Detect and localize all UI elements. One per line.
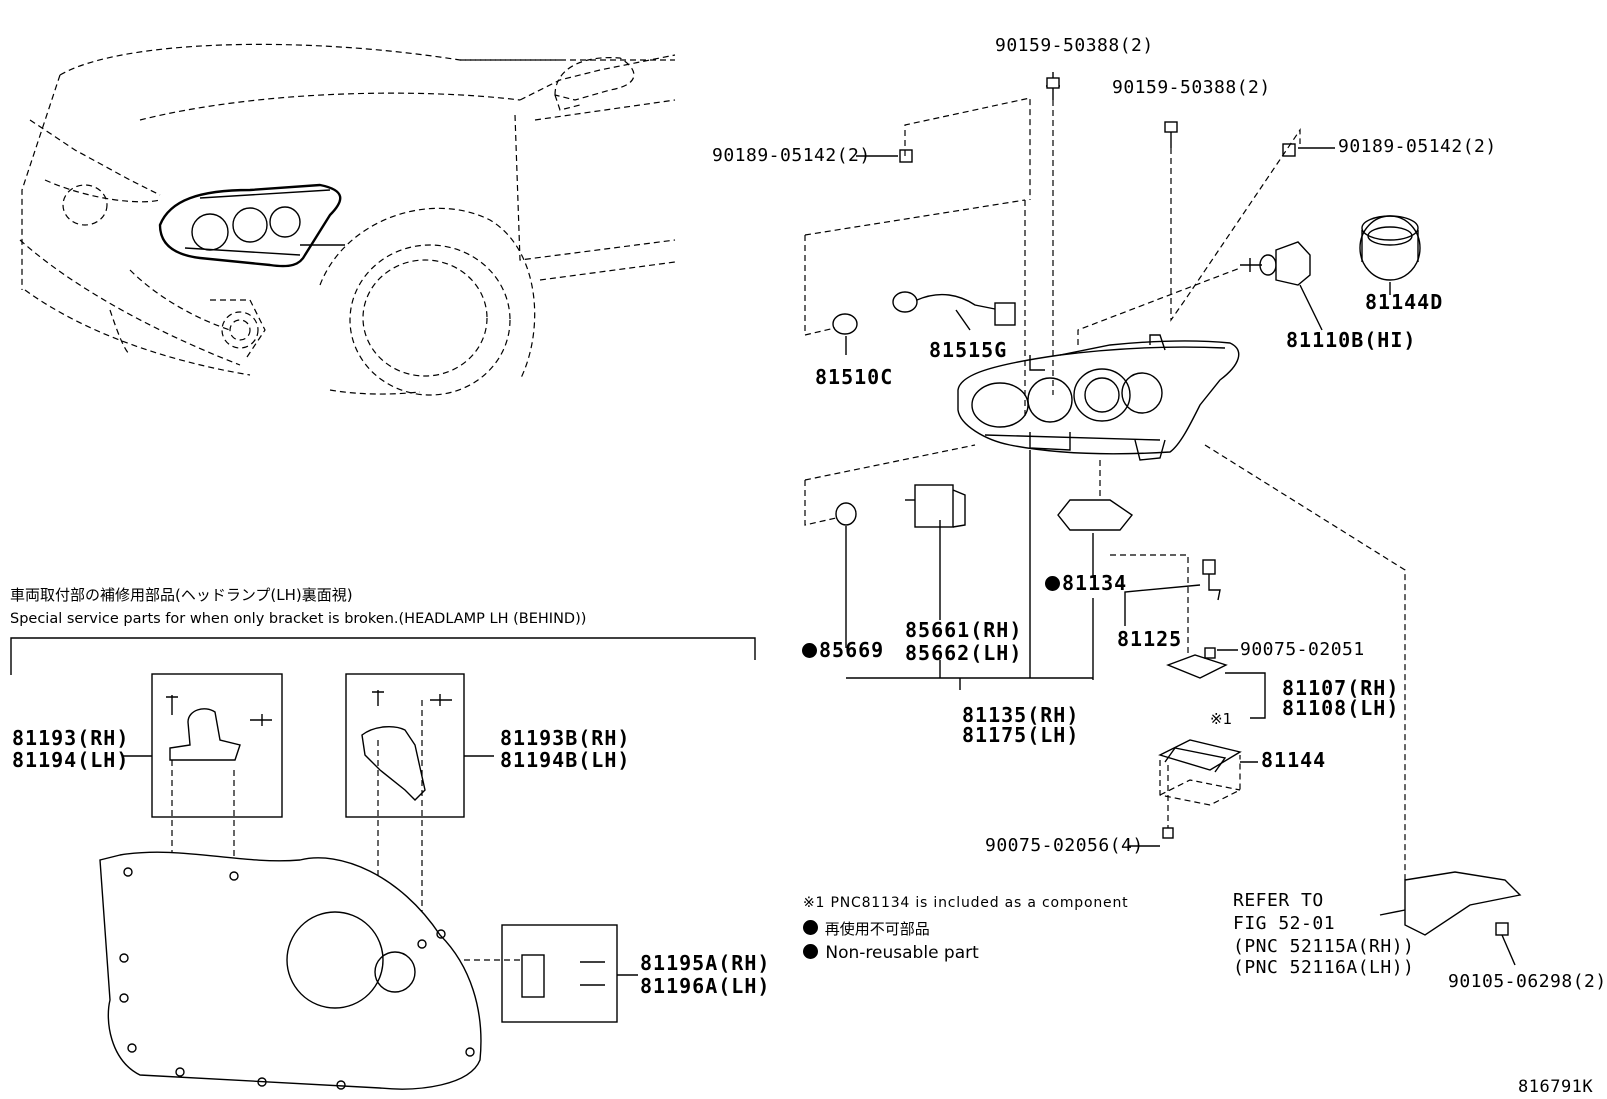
part-label-81510c: 81510C — [815, 365, 894, 389]
footnote-nonreusable-en: Non-reusable part — [803, 944, 979, 962]
wire-81125 — [1202, 559, 1221, 601]
part-label-85662: 85662(LH) — [905, 641, 1023, 665]
part-label-81194b: 81194B(LH) — [500, 748, 631, 772]
car-front-illustration — [19, 43, 676, 396]
part-label-81135: 81135(RH) — [962, 703, 1080, 727]
gasket-81134 — [1057, 499, 1134, 531]
bulb-81110b — [1240, 241, 1311, 286]
special-section-title-en: Special service parts for when only brac… — [10, 611, 587, 627]
footnote-pnc81134: ※1 PNC81134 is included as a component — [803, 895, 1129, 911]
part-label-81134: 81134 — [1045, 573, 1127, 593]
special-section-title-jp: 車両取付部の補修用部品(ヘッドランプ(LH)裏面視) — [10, 586, 353, 604]
solid-leaders — [845, 147, 1516, 966]
footnote-jp-text: 再使用不可部品 — [824, 920, 930, 938]
special-service-section — [10, 637, 756, 1090]
part-label-90159-top: 90159-50388(2) — [995, 35, 1154, 56]
part-label-90159-mid: 90159-50388(2) — [1112, 77, 1271, 98]
cap-81144d — [1359, 215, 1421, 281]
part-label-85669: 85669 — [802, 640, 884, 660]
part-label-81175: 81175(LH) — [962, 723, 1080, 747]
part-label-81193b: 81193B(RH) — [500, 726, 631, 750]
part-label-81195a: 81195A(RH) — [640, 951, 771, 975]
part-label-81194: 81194(LH) — [12, 748, 130, 772]
part-label-90189-right: 90189-05142(2) — [1338, 136, 1497, 157]
non-reusable-dot-icon — [1045, 576, 1060, 591]
fasteners — [899, 72, 1509, 936]
part-label-81110b: 81110B(HI) — [1286, 328, 1417, 352]
note-mark-1: ※1 — [1210, 710, 1233, 728]
part-label-81515g: 81515G — [929, 338, 1008, 362]
bracket-52115a — [1404, 871, 1522, 936]
part-number-85669: 85669 — [819, 638, 885, 662]
non-reusable-dot-icon — [803, 920, 818, 935]
part-label-90075-02056: 90075-02056(4) — [985, 835, 1144, 856]
refer-line-4: (PNC 52116A(LH)) — [1233, 957, 1415, 978]
socket-81515g — [892, 291, 1016, 326]
footnote-en-text: Non-reusable part — [825, 943, 979, 963]
part-label-81193: 81193(RH) — [12, 726, 130, 750]
part-label-81125: 81125 — [1117, 627, 1183, 651]
refer-line-1: REFER TO — [1233, 890, 1324, 911]
footnote-nonreusable-jp: 再使用不可部品 — [803, 920, 930, 938]
part-label-90105: 90105-06298(2) — [1448, 971, 1607, 992]
part-label-81196a: 81196A(LH) — [640, 974, 771, 998]
part-label-90189-left: 90189-05142(2) — [712, 145, 871, 166]
part-label-81144d: 81144D — [1365, 290, 1444, 314]
o-ring-85669 — [835, 502, 857, 526]
drawing-code: 816791K — [1518, 1077, 1594, 1097]
headlamp-assembly — [957, 334, 1240, 461]
refer-line-3: (PNC 52115A(RH)) — [1233, 936, 1415, 957]
non-reusable-dot-icon — [803, 944, 818, 959]
part-label-81107: 81107(RH) — [1282, 676, 1400, 700]
part-label-81108: 81108(LH) — [1282, 696, 1400, 720]
actuator-85661 — [905, 484, 966, 528]
bulb-81510c — [832, 313, 858, 335]
part-label-81144: 81144 — [1261, 748, 1327, 772]
part-label-85661: 85661(RH) — [905, 618, 1023, 642]
part-number-81134: 81134 — [1062, 571, 1128, 595]
dashed-leaders — [804, 97, 1406, 880]
part-label-90075-02051: 90075-02051 — [1240, 639, 1365, 660]
refer-line-2: FIG 52-01 — [1233, 913, 1336, 934]
non-reusable-dot-icon — [802, 643, 817, 658]
computer-81107 — [1166, 654, 1228, 679]
ballast-81144 — [1158, 739, 1242, 806]
